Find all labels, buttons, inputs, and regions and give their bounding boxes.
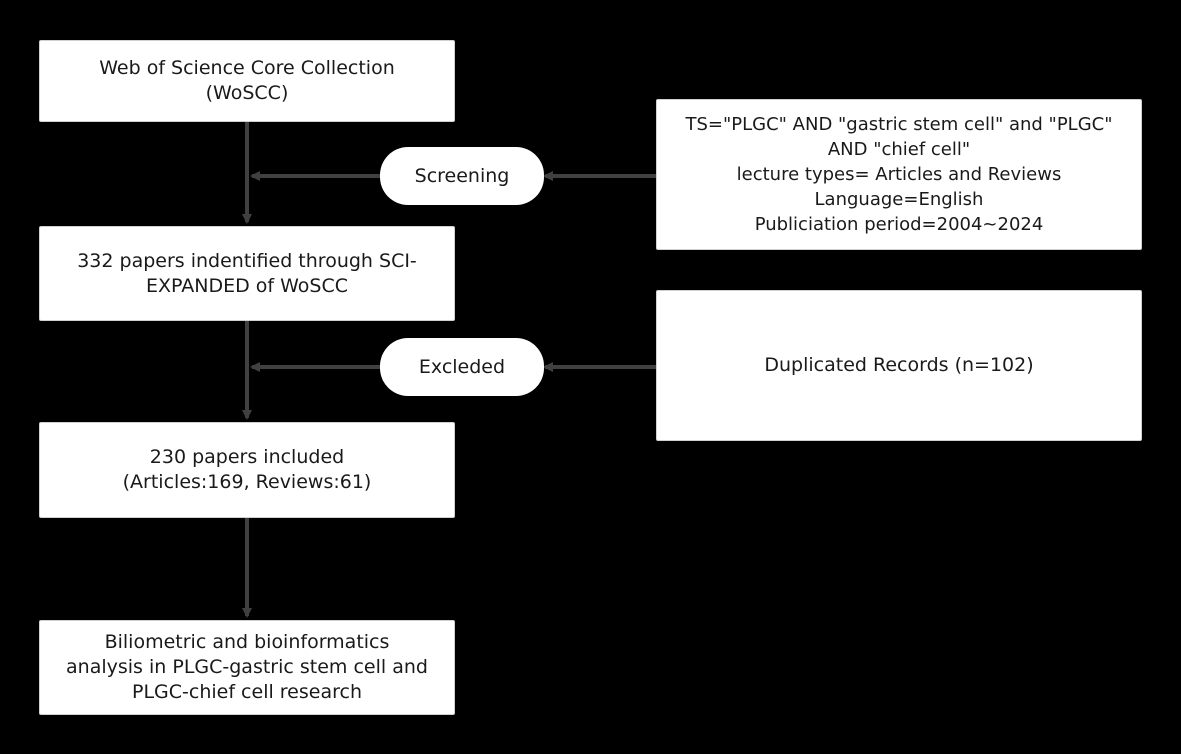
box-analysis-line-2: analysis in PLGC-gastric stem cell and: [66, 656, 428, 678]
box-criteria-line-4: Language=English: [814, 189, 984, 210]
box-included-line-2: (Articles:169, Reviews:61): [122, 471, 372, 493]
box-identified: 332 papers indentified through SCI- EXPA…: [39, 226, 455, 321]
box-criteria-line-2: AND "chief cell": [827, 139, 971, 160]
box-analysis-line-1: Biliometric and bioinformatics: [104, 631, 390, 653]
step-excluded-label: Excleded: [418, 355, 506, 378]
box-included: 230 papers included (Articles:169, Revie…: [39, 422, 455, 518]
step-screening-label: Screening: [414, 164, 510, 187]
box-included-line-1: 230 papers included: [149, 446, 345, 468]
box-duplicates-line-1: Duplicated Records (n=102): [764, 354, 1034, 376]
step-excluded: Excleded: [380, 338, 544, 396]
box-duplicates: Duplicated Records (n=102): [656, 290, 1142, 441]
box-identified-line-1: 332 papers indentified through SCI-: [77, 249, 417, 272]
box-criteria: TS="PLGC" AND "gastric stem cell" and "P…: [656, 99, 1142, 250]
box-analysis-line-3: PLGC-chief cell research: [131, 681, 362, 703]
box-criteria-line-5: Publiciation period=2004~2024: [754, 214, 1044, 235]
box-source-line-2: (WoSCC): [205, 82, 289, 104]
box-source-line-1: Web of Science Core Collection: [99, 57, 395, 79]
box-criteria-line-1: TS="PLGC" AND "gastric stem cell" and "P…: [685, 114, 1113, 135]
box-identified-line-2: EXPANDED of WoSCC: [145, 274, 349, 297]
box-source: Web of Science Core Collection (WoSCC): [39, 40, 455, 122]
step-screening: Screening: [380, 147, 544, 205]
box-analysis: Biliometric and bioinformatics analysis …: [39, 620, 455, 715]
box-criteria-line-3: lecture types= Articles and Reviews: [736, 164, 1062, 185]
